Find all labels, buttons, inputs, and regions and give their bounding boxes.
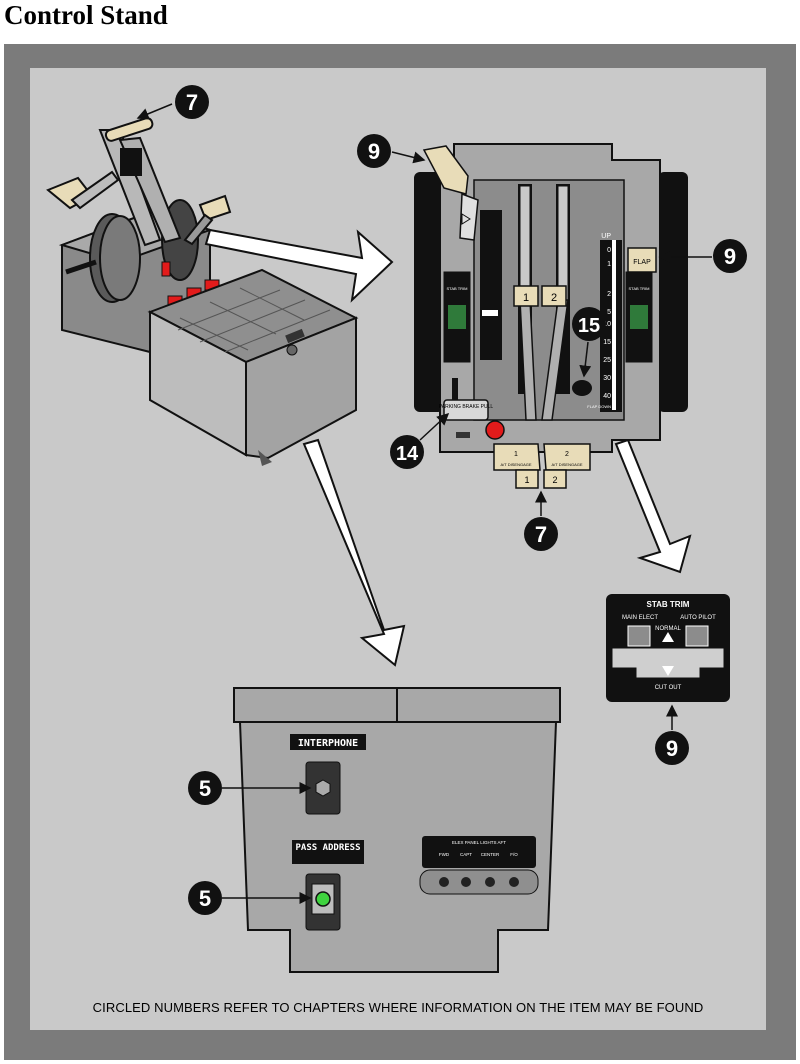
flap-scale-2: 2	[607, 291, 611, 298]
interphone-label: INTERPHONE	[298, 738, 358, 749]
pass-address-jack[interactable]	[315, 891, 331, 907]
arrow-to-control-stand	[204, 228, 394, 303]
flap-scale-0: 0	[607, 247, 611, 254]
callout-15: 15	[578, 315, 600, 337]
callout-9-stab-trim: 9	[666, 736, 678, 761]
lever-2-tag: 2	[551, 292, 557, 304]
arrow-to-aft-panel	[302, 438, 406, 667]
callout-9-flap: 9	[724, 244, 736, 269]
stab-trim-right-label: STAB TRIM	[629, 286, 650, 291]
callout-7-top: 7	[186, 90, 198, 115]
elex-capt-switch[interactable]	[461, 877, 471, 887]
thrust-lever-2-tag: 2	[552, 475, 557, 485]
stab-trim-cut-out: CUT OUT	[655, 685, 682, 691]
callout-5-pass-address: 5	[199, 886, 211, 911]
arrow-to-stab-trim-panel	[614, 438, 692, 574]
stab-trim-normal: NORMAL	[655, 626, 681, 632]
flap-scale-40: 40	[603, 393, 611, 400]
flap-scale-25: 25	[603, 357, 611, 364]
elex-col-fwd: FWD	[439, 852, 450, 857]
flap-lever-label: FLAP	[633, 259, 651, 266]
elex-fwd-switch[interactable]	[439, 877, 449, 887]
aft-electronic-panel: INTERPHONE PASS ADDRESS ELEX PANEL LIGHT…	[233, 687, 561, 973]
flap-scale-1: 1	[607, 261, 611, 268]
interphone-jack[interactable]	[315, 779, 331, 797]
flap-down-label: FLAP DOWN	[587, 404, 611, 409]
stab-trim-auto-pilot: AUTO PILOT	[680, 615, 716, 621]
elex-col-capt: CAPT	[460, 852, 472, 857]
pass-address-label: PASS ADDRESS	[295, 843, 360, 853]
flap-scale-10: 10	[603, 321, 611, 328]
at-disengage-1-text: A/T DISENGAGE	[500, 462, 531, 467]
flap-scale-up: UP	[601, 233, 611, 240]
elex-col-center: CENTER	[481, 852, 500, 857]
page-title: Control Stand	[4, 0, 168, 30]
at-disengage-1-num: 1	[514, 451, 518, 458]
at-disengage-2-num: 2	[565, 451, 569, 458]
callout-9-speedbrake: 9	[368, 139, 380, 164]
elex-center-switch[interactable]	[485, 877, 495, 887]
footer-note: CIRCLED NUMBERS REFER TO CHAPTERS WHERE …	[92, 1000, 704, 1015]
flap-scale-15: 15	[603, 339, 611, 346]
flap-scale-5: 5	[607, 309, 611, 316]
elex-panel-title: ELEX PANEL LIGHTS AFT	[452, 840, 506, 845]
stab-trim-panel: STAB TRIM MAIN ELECT AUTO PILOT NORMAL C…	[606, 594, 730, 702]
stab-trim-left-label: STAB TRIM	[447, 286, 468, 291]
callout-5-interphone: 5	[199, 776, 211, 801]
at-disengage-2-text: A/T DISENGAGE	[551, 462, 582, 467]
stab-trim-title: STAB TRIM	[647, 600, 690, 609]
callouts: 7 9 9 15 14 7 9 5 5	[136, 85, 747, 915]
flap-scale-30: 30	[603, 375, 611, 382]
isometric-throttle-quadrant	[46, 117, 359, 466]
lever-1-tag: 1	[523, 292, 529, 304]
stab-trim-main-elect: MAIN ELECT	[622, 615, 658, 621]
callout-14: 14	[396, 443, 419, 465]
control-stand-top-view: STAB TRIM STAB TRIM 1 2 UP 0 1 2 5 10 15…	[414, 143, 688, 489]
thrust-lever-1-tag: 1	[524, 475, 529, 485]
callout-circle	[175, 85, 209, 119]
callout-7-thrust: 7	[535, 522, 547, 547]
elex-col-fo: F/O	[510, 852, 518, 857]
elex-fo-switch[interactable]	[509, 877, 519, 887]
parking-brake-label: PARKING BRAKE PULL	[439, 404, 494, 410]
flap-scale: UP 0 1 2 5 10 15 25 30 40 FLAP DOWN	[587, 233, 611, 409]
